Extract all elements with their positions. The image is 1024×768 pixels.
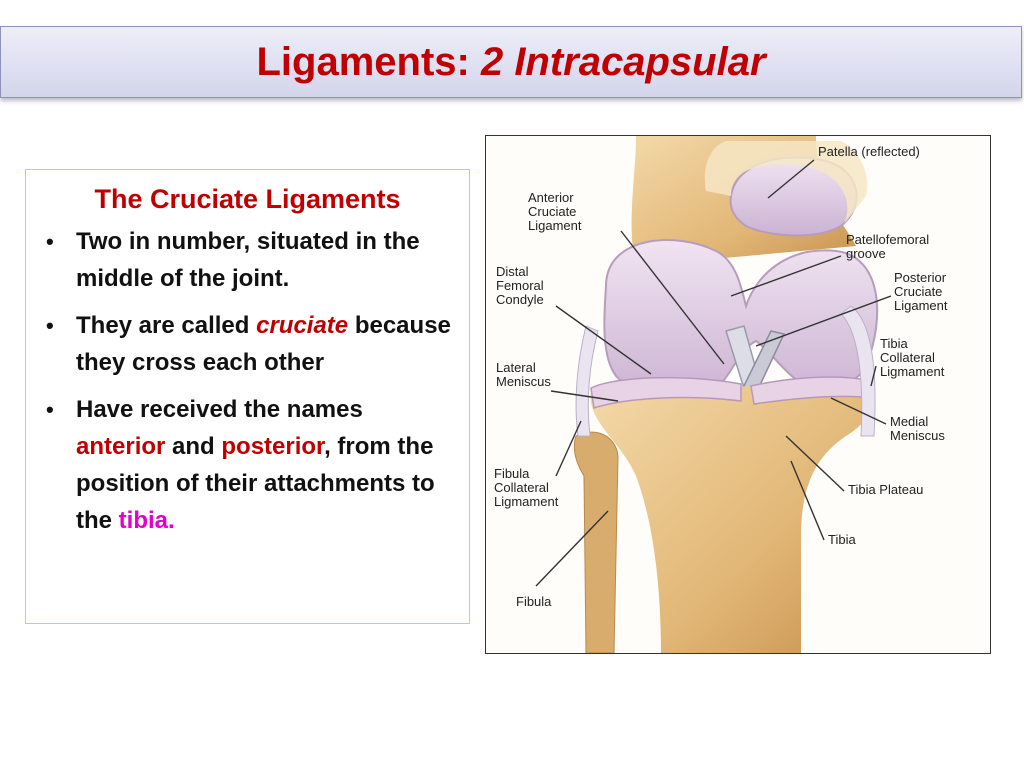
label-patella: Patella (reflected) [818,144,920,159]
bullet2-pre: They are called [76,312,256,339]
tibia-shape [591,384,875,653]
knee-illustration: Patella (reflected) Anterior Cruciate Li… [486,136,990,653]
label-dfc-2: Femoral [496,278,544,293]
bullet-dot: • [46,223,54,260]
bullet-dot: • [46,307,54,344]
label-tibia-plateau: Tibia Plateau [848,482,923,497]
fibula-shape [574,432,618,653]
slide-title: Ligaments: 2 Intracapsular [256,40,765,85]
bullet-dot: • [46,391,54,428]
bullet-item-3: • Have received the names anterior and p… [40,391,455,539]
label-acl-1: Anterior [528,190,574,205]
bullet-list: • Two in number, situated in the middle … [40,223,455,539]
label-acl-3: Ligament [528,218,582,233]
bullet3-and: and [165,433,221,460]
label-tcl-1: Tibia [880,336,908,351]
bullet3-pre: Have received the names [76,396,363,423]
title-emphasis: 2 Intracapsular [481,40,766,84]
label-lm-1: Lateral [496,360,536,375]
label-pfg-2: groove [846,246,886,261]
label-acl-2: Cruciate [528,204,576,219]
label-tcl-2: Collateral [880,350,935,365]
label-tcl-3: Ligmament [880,364,945,379]
label-dfc-3: Condyle [496,292,544,307]
knee-anatomy-figure: Patella (reflected) Anterior Cruciate Li… [485,135,991,654]
label-fcl-1: Fibula [494,466,530,481]
bullet-item-1: • Two in number, situated in the middle … [40,223,455,297]
label-fibula: Fibula [516,594,552,609]
label-pcl-1: Posterior [894,270,947,285]
label-lm-2: Meniscus [496,374,551,389]
fibular-collateral-shape [576,326,598,436]
label-tibia: Tibia [828,532,856,547]
label-pcl-2: Cruciate [894,284,942,299]
label-mm-1: Medial [890,414,928,429]
bullet-item-2: • They are called cruciate because they … [40,307,455,381]
bullet2-term: cruciate [256,312,348,339]
label-mm-2: Meniscus [890,428,945,443]
bullet3-anterior: anterior [76,433,165,460]
title-banner: Ligaments: 2 Intracapsular [0,26,1022,98]
label-pfg-1: Patellofemoral [846,232,929,247]
bullet3-tibia: tibia. [119,507,175,534]
title-main: Ligaments: [256,40,480,84]
label-fcl-3: Ligmament [494,494,559,509]
label-fcl-2: Collateral [494,480,549,495]
bullet1-text: Two in number, situated in the middle of… [76,228,420,292]
content-textbox: The Cruciate Ligaments • Two in number, … [25,169,470,624]
label-pcl-3: Ligament [894,298,948,313]
label-dfc-1: Distal [496,264,529,279]
bullet3-posterior: posterior [221,433,324,460]
box-heading: The Cruciate Ligaments [40,184,455,215]
